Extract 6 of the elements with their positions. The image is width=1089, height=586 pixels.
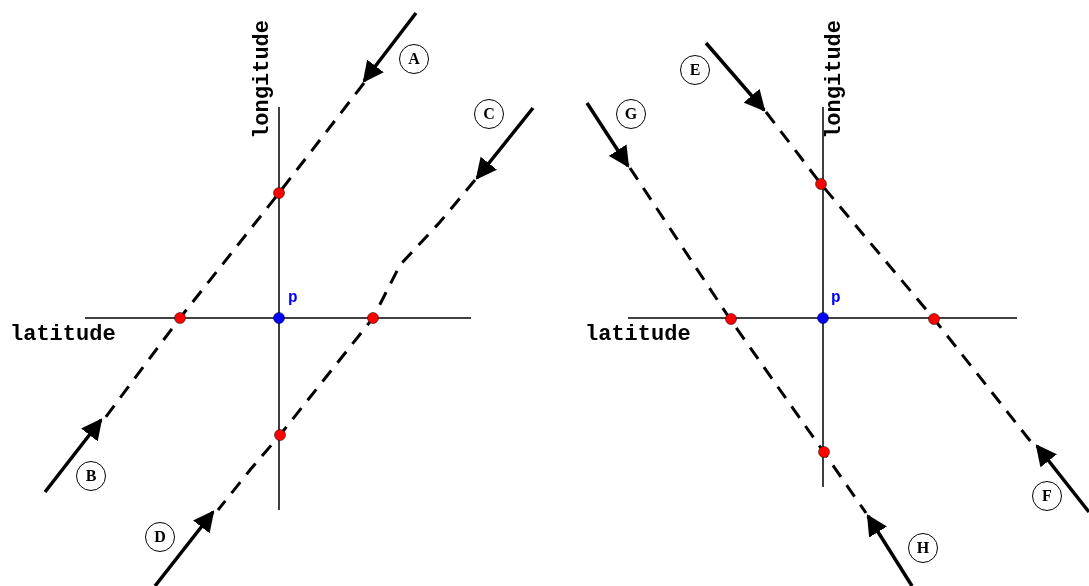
point-label: p xyxy=(288,290,298,306)
axis-label: longitude xyxy=(824,20,846,139)
point-label: p xyxy=(831,290,841,306)
axis-label: latitude xyxy=(585,324,691,346)
axis-label: longitude xyxy=(252,20,274,139)
axis-label: latitude xyxy=(10,324,116,346)
